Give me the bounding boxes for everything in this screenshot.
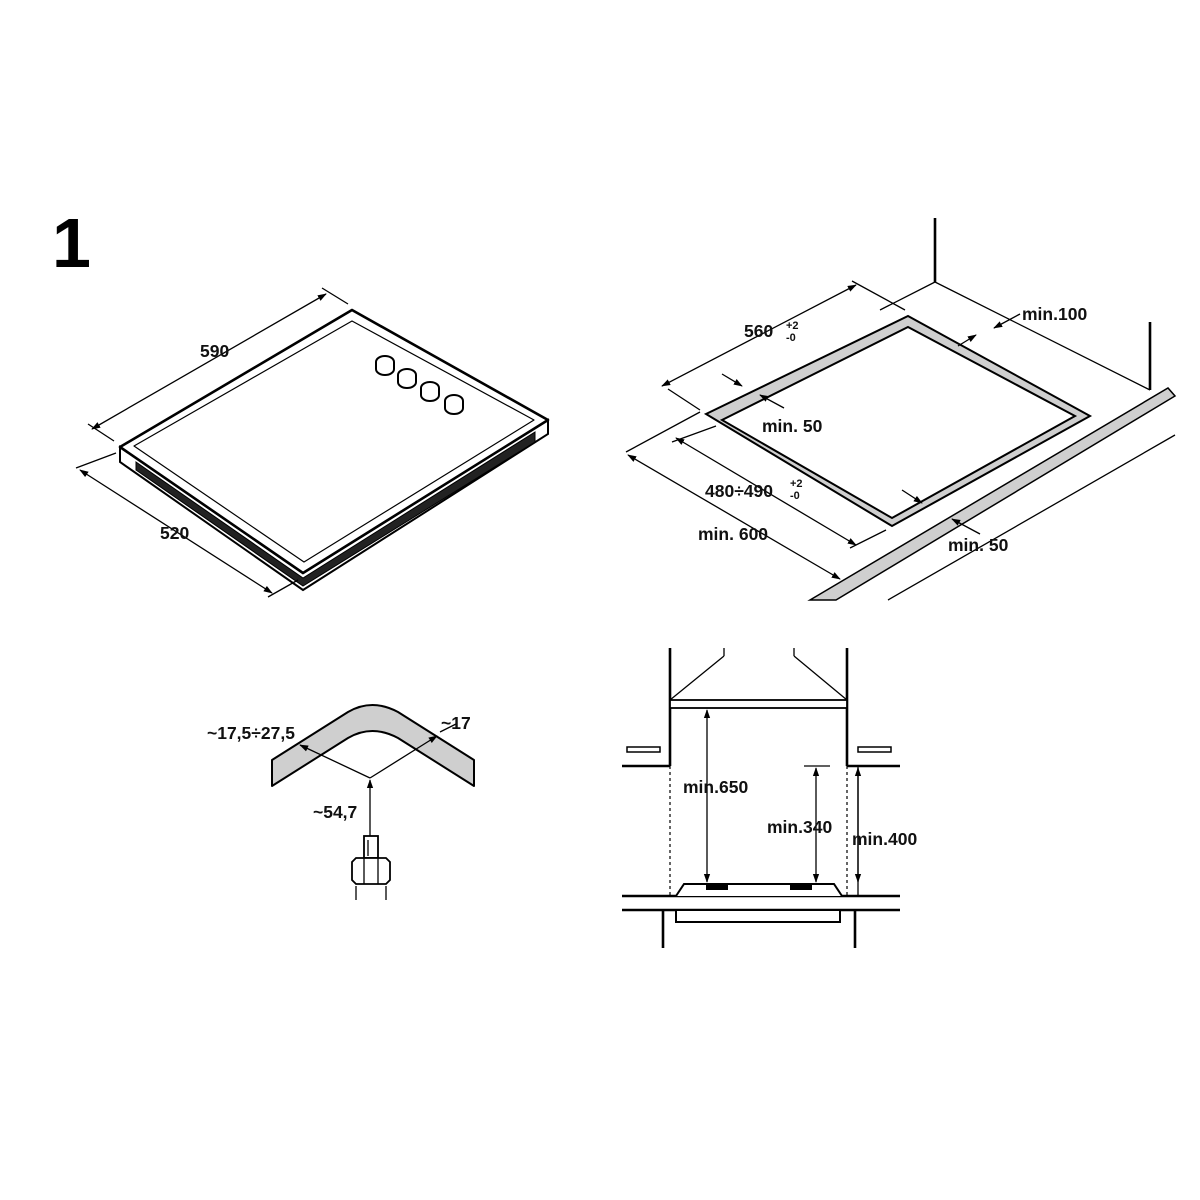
control-knob bbox=[444, 394, 464, 415]
cutout-width-label: 560 bbox=[744, 321, 773, 341]
connector-drawing: ~17,5÷27,5 ~17 ~54,7 bbox=[207, 704, 475, 900]
hood-height-label: min.650 bbox=[683, 777, 748, 797]
angle-right-label: ~17 bbox=[441, 713, 471, 733]
cutout-depth-tol-plus: +2 bbox=[790, 478, 803, 490]
dimension-line-depth bbox=[79, 469, 273, 594]
hob-drawing: 590 520 bbox=[75, 287, 550, 598]
cutout-width-tol-minus: -0 bbox=[786, 332, 796, 344]
control-knob bbox=[397, 368, 417, 389]
control-knob bbox=[375, 355, 395, 376]
cutout-depth-tol-minus: -0 bbox=[790, 490, 800, 502]
extractor-hood bbox=[668, 648, 849, 766]
clearance-drawing: min.650 min.340 min.400 bbox=[622, 648, 917, 948]
wall-height-label: min.400 bbox=[852, 829, 917, 849]
hob-width-label: 590 bbox=[200, 341, 229, 361]
hob-depth-label: 520 bbox=[160, 523, 189, 543]
hob-side-view bbox=[675, 909, 841, 923]
cutout-width-tol-plus: +2 bbox=[786, 320, 799, 332]
front-margin-label: min. 50 bbox=[762, 416, 823, 436]
figure-number: 1 bbox=[52, 204, 91, 282]
right-margin-label: min. 50 bbox=[948, 535, 1009, 555]
angle-left-label: ~17,5÷27,5 bbox=[207, 723, 295, 743]
cabinet-height-label: min.340 bbox=[767, 817, 832, 837]
worktop-depth-label: min. 600 bbox=[698, 524, 768, 544]
dimension-line-cutout-width bbox=[661, 284, 857, 387]
offset-label: ~54,7 bbox=[313, 802, 357, 822]
control-knob bbox=[420, 381, 440, 402]
worktop-edge bbox=[807, 387, 1177, 601]
gas-connector-fitting bbox=[351, 835, 391, 900]
cutout-depth-label: 480÷490 bbox=[705, 481, 773, 501]
dimension-line-width bbox=[91, 293, 327, 430]
pan-support bbox=[675, 883, 843, 897]
dimension-line-worktop bbox=[627, 454, 841, 580]
gas-pipe-elbow bbox=[271, 704, 475, 787]
cutout-drawing: 560 +2 -0 min.100 min. 50 480÷490 +2 -0 … bbox=[625, 218, 1177, 601]
back-margin-label: min.100 bbox=[1022, 304, 1087, 324]
